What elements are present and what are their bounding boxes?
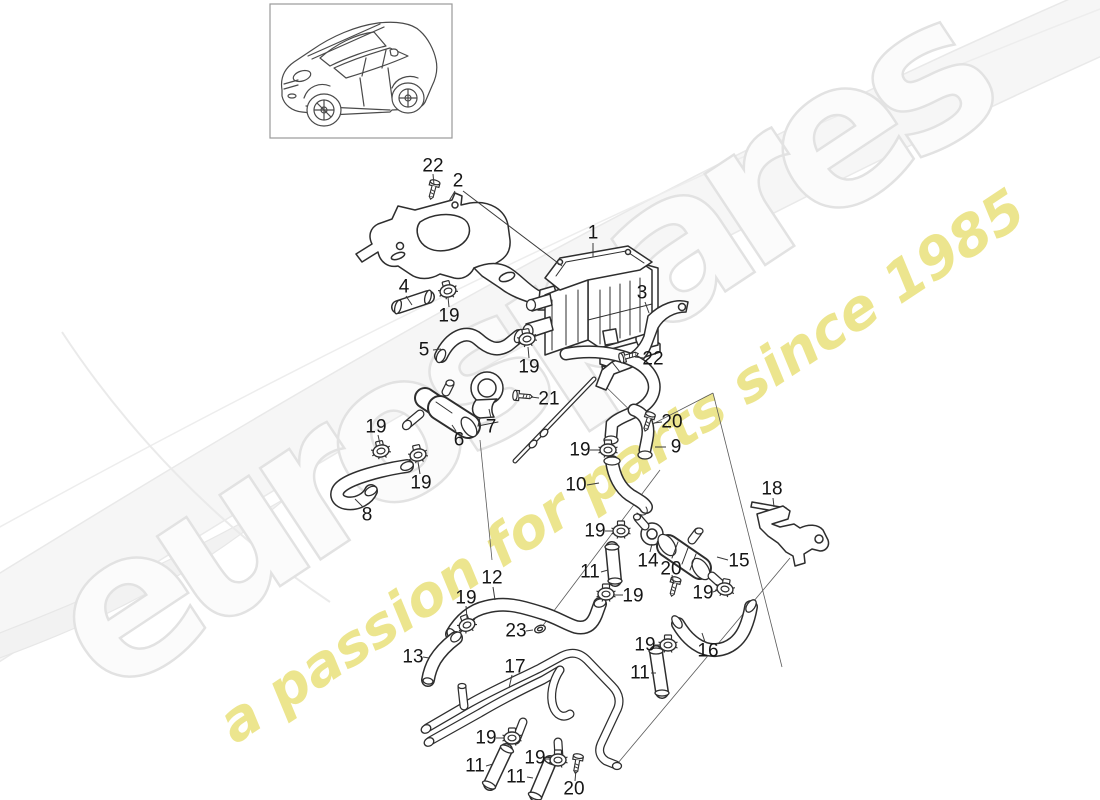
callout-leader-20	[671, 574, 675, 585]
callout-leader-6	[451, 424, 457, 432]
callout-label-18-20[interactable]: 18	[761, 479, 782, 500]
part-7-holder	[470, 371, 504, 427]
screw-20	[569, 752, 585, 775]
callout-label-11-10[interactable]: 11	[580, 562, 600, 583]
part-2-mounting-bracket	[355, 192, 559, 311]
callout-leader-4	[405, 295, 413, 306]
callout-label-20-33[interactable]: 20	[661, 412, 682, 433]
callout-leader-22	[432, 173, 435, 186]
callout-leader-17	[508, 674, 513, 689]
callout-label-20-35[interactable]: 20	[563, 779, 584, 800]
callout-leader-15	[716, 556, 729, 561]
callout-label-14-16[interactable]: 14	[637, 551, 659, 572]
callout-label-19-22[interactable]: 19	[518, 357, 539, 378]
vehicle-line-drawing	[280, 21, 438, 127]
callout-leader-11	[526, 776, 534, 779]
callout-leader-18	[772, 497, 775, 508]
callout-label-19-28[interactable]: 19	[692, 583, 713, 604]
vehicle-thumbnail	[269, 3, 453, 139]
callout-leader-20	[653, 421, 663, 424]
callout-leader-11	[485, 763, 494, 767]
callout-leader-12	[492, 586, 496, 601]
callout-leader-8	[354, 498, 364, 508]
part-8-hose	[330, 459, 414, 511]
callout-leader-19	[527, 346, 530, 359]
callout-label-3-2[interactable]: 3	[637, 283, 648, 304]
callout-leader-14	[649, 543, 653, 553]
callout-label-10-9[interactable]: 10	[565, 475, 586, 496]
screw-22	[425, 178, 442, 202]
callout-label-19-21[interactable]: 19	[438, 306, 459, 327]
callout-label-8-7[interactable]: 8	[362, 505, 373, 526]
part-18-bracket	[750, 501, 830, 567]
part-16-hose	[671, 599, 758, 658]
callout-label-1-0[interactable]: 1	[588, 223, 599, 244]
callout-label-19-27[interactable]: 19	[622, 586, 643, 607]
parts-artwork	[330, 178, 830, 800]
callout-label-9-8[interactable]: 9	[671, 437, 682, 458]
callout-leader-22	[634, 356, 645, 359]
callout-leader-11	[600, 569, 609, 573]
callout-label-22-38[interactable]: 22	[642, 349, 663, 370]
callout-leader-19	[712, 589, 719, 593]
callout-label-17-19[interactable]: 17	[504, 657, 525, 678]
callout-leader-7	[488, 408, 492, 419]
part-23-clip	[534, 624, 546, 634]
callout-label-6-5[interactable]: 6	[454, 430, 465, 451]
callout-label-19-23[interactable]: 19	[365, 417, 386, 438]
callout-leader-3	[644, 301, 650, 314]
callout-label-11-13[interactable]: 11	[506, 767, 526, 788]
callout-label-22-37[interactable]: 22	[422, 156, 443, 177]
callout-label-19-31[interactable]: 19	[475, 728, 496, 749]
callout-label-20-34[interactable]: 20	[660, 559, 681, 580]
callout-leader-21	[530, 396, 540, 399]
callout-leader-20	[574, 769, 577, 782]
callout-label-23-39[interactable]: 23	[505, 621, 526, 642]
callout-label-19-29[interactable]: 19	[455, 588, 476, 609]
callout-label-15-17[interactable]: 15	[728, 551, 749, 572]
callout-label-2-1[interactable]: 2	[453, 171, 464, 192]
callout-label-19-26[interactable]: 19	[584, 521, 605, 542]
part-1-auxiliary-heater	[522, 245, 661, 381]
callout-leader-13	[422, 656, 430, 659]
callout-label-16-18[interactable]: 16	[697, 641, 718, 662]
callout-label-11-12[interactable]: 11	[465, 756, 485, 777]
callout-label-19-25[interactable]: 19	[410, 473, 431, 494]
part-13-hose	[421, 631, 463, 687]
callout-label-5-4[interactable]: 5	[419, 340, 430, 361]
hose-clamp	[610, 520, 632, 540]
callout-leader-10	[586, 482, 600, 486]
part-11-hoses	[481, 541, 670, 800]
callout-label-21-36[interactable]: 21	[538, 389, 559, 410]
callout-leader-19	[377, 434, 381, 445]
callout-leader-5	[432, 348, 442, 351]
callout-label-13-15[interactable]: 13	[402, 647, 423, 668]
callout-label-4-3[interactable]: 4	[399, 277, 410, 298]
callout-label-12-14[interactable]: 12	[481, 568, 502, 589]
callout-label-11-11[interactable]: 11	[630, 663, 650, 684]
callout-label-19-30[interactable]: 19	[634, 635, 655, 656]
part-4-hose	[391, 289, 435, 315]
callout-leader-2	[462, 190, 563, 267]
callout-leader-19	[447, 296, 450, 308]
callout-label-7-6[interactable]: 7	[486, 417, 497, 438]
part-15-valve	[656, 527, 727, 590]
part-6-electric-pump	[401, 379, 481, 439]
callout-label-19-24[interactable]: 19	[569, 440, 590, 461]
callout-leader-16	[701, 632, 706, 643]
callout-leader-2	[448, 190, 456, 202]
callout-leader-19	[465, 605, 468, 619]
callout-label-19-32[interactable]: 19	[524, 748, 545, 769]
callout-leader-19	[417, 461, 421, 475]
callout-leader-23	[525, 629, 534, 632]
